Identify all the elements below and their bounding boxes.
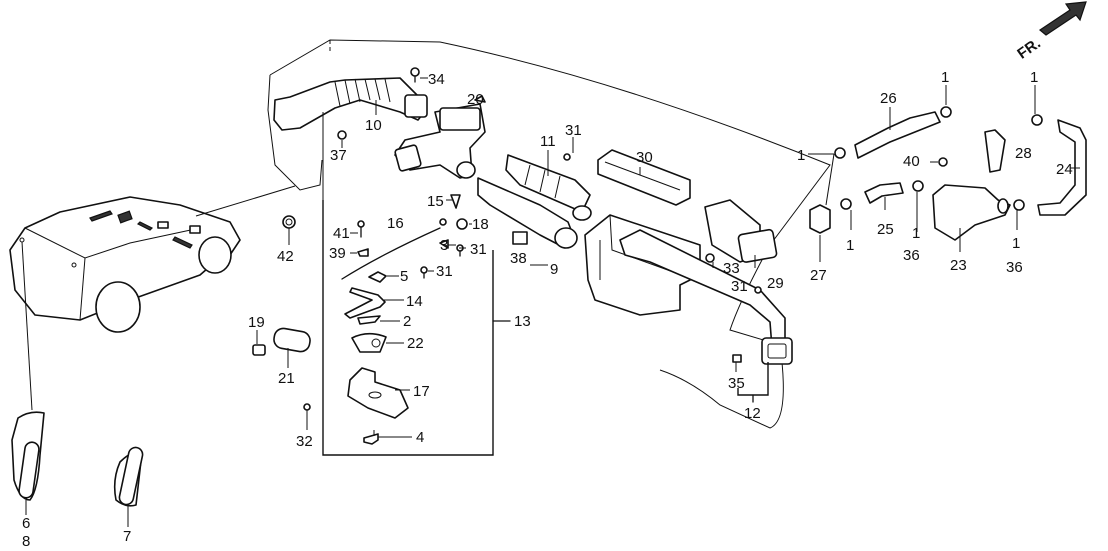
front-arrow-icon [1038, 1, 1087, 36]
callout-39: 39 [329, 245, 346, 262]
group-13-bracket [322, 112, 511, 456]
cam [351, 332, 387, 353]
callout-4: 4 [416, 429, 424, 446]
callout-7: 7 [123, 528, 131, 545]
callout-33: 33 [723, 260, 740, 277]
car-illustration [9, 185, 296, 411]
defroster-nozzle [597, 149, 691, 206]
callout-31: 31 [731, 278, 748, 295]
callout-1: 1 [1012, 235, 1020, 252]
callout-31: 31 [436, 263, 453, 280]
center-vent [505, 154, 592, 221]
lever [357, 315, 381, 325]
front-label: FR. [1014, 35, 1044, 63]
callout-21: 21 [278, 370, 295, 387]
callout-23: 23 [950, 257, 967, 274]
callout-17: 17 [413, 383, 430, 400]
side-vent-7 [113, 446, 144, 527]
callout-6: 6 [22, 515, 30, 532]
group-12-bracket [737, 362, 769, 403]
callout-40: 40 [903, 153, 920, 170]
callout-28: 28 [1015, 145, 1032, 162]
callout-1: 1 [1030, 69, 1038, 86]
callout-8: 8 [22, 533, 30, 550]
callout-30: 30 [636, 149, 653, 166]
bracket-clip [363, 430, 379, 445]
callout-13: 13 [514, 313, 531, 330]
callout-42: 42 [277, 248, 294, 265]
callout-27: 27 [810, 267, 827, 284]
right-vent [704, 199, 778, 263]
callout-32: 32 [296, 433, 313, 450]
callout-31: 31 [565, 122, 582, 139]
water-hose-25 [864, 182, 904, 204]
left-duct-hose [273, 77, 428, 131]
callout-11: 11 [540, 133, 556, 150]
hose-clamps [834, 106, 1043, 211]
callout-26: 26 [880, 90, 897, 107]
callout-3: 3 [440, 237, 448, 254]
water-hose-24 [1037, 119, 1087, 216]
water-hose-26 [854, 111, 941, 159]
side-vent-6-8 [11, 411, 45, 515]
control-cable [341, 218, 447, 280]
callout-35: 35 [728, 375, 745, 392]
callout-41: 41 [333, 225, 350, 242]
callout-18: 18 [472, 216, 489, 233]
callout-9: 9 [550, 261, 558, 278]
callout-5: 5 [400, 268, 408, 285]
callout-20: 20 [467, 91, 484, 108]
callout-29: 29 [767, 275, 784, 292]
link-arm [344, 287, 386, 319]
callout-2: 2 [403, 313, 411, 330]
cable-clamp [368, 271, 387, 283]
callout-25: 25 [877, 221, 894, 238]
callout-15: 15 [427, 193, 444, 210]
callout-38: 38 [510, 250, 527, 267]
callout-22: 22 [407, 335, 424, 352]
callout-37: 37 [330, 147, 347, 164]
heater-valve [932, 184, 1011, 241]
callout-labels: 1 1 1 1 1 1 2 3 4 5 6 7 8 9 10 11 12 13 … [22, 69, 1073, 550]
callout-1: 1 [797, 147, 805, 164]
grommet-27 [809, 204, 831, 234]
base-plate [347, 367, 409, 419]
callout-12: 12 [744, 405, 761, 422]
callout-36: 36 [1006, 259, 1023, 276]
callout-19: 19 [248, 314, 265, 331]
callout-10: 10 [365, 117, 382, 134]
callout-1: 1 [846, 237, 854, 254]
center-duct [477, 177, 578, 249]
fasteners [252, 67, 762, 411]
callout-31: 31 [470, 241, 487, 258]
callout-16: 16 [387, 215, 404, 232]
callout-1: 1 [941, 69, 949, 86]
heater-unit [584, 214, 701, 316]
right-duct [619, 229, 793, 365]
hose-clip-28 [984, 129, 1006, 173]
callout-34: 34 [428, 71, 445, 88]
leader-lines [256, 77, 1080, 438]
callout-1: 1 [912, 225, 920, 242]
callout-14: 14 [406, 293, 423, 310]
callout-24: 24 [1056, 161, 1073, 178]
front-direction-marker: FR. [1014, 1, 1087, 63]
callout-36: 36 [903, 247, 920, 264]
center-junction-duct [394, 103, 486, 179]
